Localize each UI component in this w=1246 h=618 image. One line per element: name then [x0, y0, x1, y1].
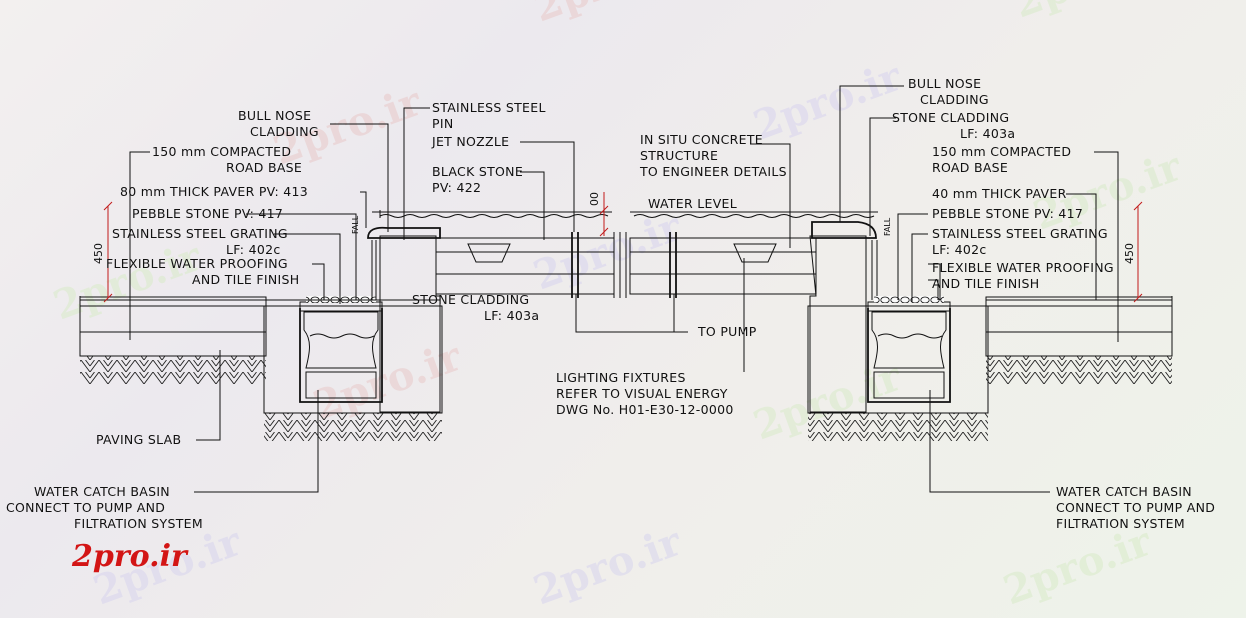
- label-grating-right-2: LF: 402c: [932, 242, 987, 257]
- label-stainless-pin-2: PIN: [432, 116, 453, 131]
- dimensions: 450 450 00 FALL FALL: [92, 192, 1143, 303]
- label-paving-slab: PAVING SLAB: [96, 432, 181, 447]
- label-bull-nose-left-2: CLADDING: [250, 124, 319, 139]
- label-jet-nozzle: JET NOZZLE: [431, 134, 509, 149]
- label-road-base-left-1: 150 mm COMPACTED: [152, 144, 291, 159]
- road-base-right: [985, 305, 1173, 333]
- label-stone-cladding-mid-1: STONE CLADDING: [412, 292, 529, 307]
- center-pool: [372, 210, 878, 298]
- label-pebble-right: PEBBLE STONE PV: 417: [932, 206, 1083, 221]
- label-road-base-left-2: ROAD BASE: [226, 160, 302, 175]
- right-catch-basin: [807, 296, 989, 441]
- leader-lines: [80, 85, 1172, 493]
- right-ground: [985, 296, 1173, 384]
- label-pebble-left: PEBBLE STONE PV: 417: [132, 206, 283, 221]
- label-road-base-right-2: ROAD BASE: [932, 160, 1008, 175]
- paving-slab-left: [79, 331, 267, 357]
- label-lighting-1: LIGHTING FIXTURES: [556, 370, 686, 385]
- earth-left: [80, 356, 266, 384]
- label-grating-left-2: LF: 402c: [226, 242, 281, 257]
- left-ground: [79, 296, 267, 384]
- svg-text:2pro.ir: 2pro.ir: [527, 518, 688, 615]
- label-grating-left-1: STAINLESS STEEL GRATING: [112, 226, 288, 241]
- label-black-stone-2: PV: 422: [432, 180, 481, 195]
- label-lighting-3: DWG No. H01-E30-12-0000: [556, 402, 734, 417]
- label-catch-basin-left-2: CONNECT TO PUMP AND: [6, 500, 165, 515]
- dim-right-height: 450: [1123, 243, 1136, 264]
- label-paver-right: 40 mm THICK PAVER: [932, 186, 1067, 201]
- label-waterproof-left-2: AND TILE FINISH: [192, 272, 299, 287]
- label-stone-cladding-right-1: STONE CLADDING: [892, 110, 1009, 125]
- fall-right: FALL: [883, 217, 892, 236]
- label-road-base-right-1: 150 mm COMPACTED: [932, 144, 1071, 159]
- label-stone-cladding-right-2: LF: 403a: [960, 126, 1015, 141]
- svg-text:2pro.ir: 2pro.ir: [747, 53, 908, 150]
- svg-text:2pro.ir: 2pro.ir: [997, 518, 1158, 615]
- label-stainless-pin-1: STAINLESS STEEL: [432, 100, 546, 115]
- label-in-situ-2: STRUCTURE: [640, 148, 718, 163]
- earth-right: [986, 356, 1172, 384]
- label-catch-basin-right-2: CONNECT TO PUMP AND: [1056, 500, 1215, 515]
- svg-text:2pro.ir: 2pro.ir: [1007, 0, 1168, 27]
- label-water-level: WATER LEVEL: [648, 196, 737, 211]
- label-catch-basin-right-3: FILTRATION SYSTEM: [1056, 516, 1185, 531]
- dim-left-height: 450: [92, 243, 105, 264]
- dim-water-gap: 00: [588, 192, 601, 206]
- watermarks: 2pro.ir 2pro.ir 2pro.ir 2pro.ir 2pro.ir …: [47, 0, 1188, 614]
- labels: BULL NOSE CLADDING STAINLESS STEEL PIN J…: [6, 76, 1215, 531]
- label-black-stone-1: BLACK STONE: [432, 164, 523, 179]
- label-bull-nose-right-2: CLADDING: [920, 92, 989, 107]
- label-waterproof-left-1: FLEXIBLE WATER PROOFING: [106, 256, 288, 271]
- label-bull-nose-left-1: BULL NOSE: [238, 108, 311, 123]
- label-catch-basin-right-1: WATER CATCH BASIN: [1056, 484, 1192, 499]
- label-lighting-2: REFER TO VISUAL ENERGY: [556, 386, 728, 401]
- label-in-situ-3: TO ENGINEER DETAILS: [639, 164, 787, 179]
- pebble-right: [874, 296, 944, 303]
- svg-text:2pro.ir: 2pro.ir: [47, 233, 208, 330]
- left-catch-basin: [263, 296, 443, 441]
- svg-text:2pro.ir: 2pro.ir: [527, 0, 688, 31]
- label-grating-right-1: STAINLESS STEEL GRATING: [932, 226, 1108, 241]
- fall-left: FALL: [351, 215, 360, 234]
- label-in-situ-1: IN SITU CONCRETE: [640, 132, 763, 147]
- label-catch-basin-left-3: FILTRATION SYSTEM: [74, 516, 203, 531]
- label-waterproof-right-2: AND TILE FINISH: [932, 276, 1039, 291]
- label-to-pump: TO PUMP: [697, 324, 757, 339]
- label-bull-nose-right-1: BULL NOSE: [908, 76, 981, 91]
- label-stone-cladding-mid-2: LF: 403a: [484, 308, 539, 323]
- label-catch-basin-left-1: WATER CATCH BASIN: [34, 484, 170, 499]
- label-paver-left: 80 mm THICK PAVER PV: 413: [120, 184, 308, 199]
- paving-slab-right: [985, 331, 1173, 357]
- label-waterproof-right-1: FLEXIBLE WATER PROOFING: [932, 260, 1114, 275]
- paver-layer-right: [985, 296, 1173, 307]
- brand-logo: 2pro.ir: [71, 539, 189, 574]
- svg-text:2pro.ir: 2pro.ir: [527, 203, 688, 300]
